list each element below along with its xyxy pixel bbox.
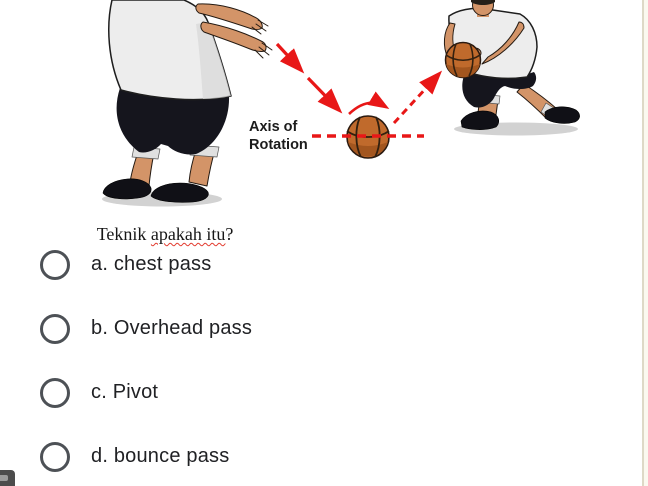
right-player (443, 0, 580, 130)
option-row-b[interactable]: b. Overhead pass (0, 312, 620, 346)
bounce-pass-illustration: Axis of Rotation (102, 0, 580, 207)
trajectory-arrows (275, 42, 443, 138)
question-suffix: ? (225, 224, 234, 244)
option-label-c[interactable]: c. Pivot (91, 381, 159, 403)
incoming-arrow-1 (275, 42, 305, 74)
outgoing-dashed-arrow (392, 70, 443, 125)
radio-option-d[interactable] (40, 442, 70, 472)
page-edge-divider (642, 0, 644, 486)
option-label-b[interactable]: b. Overhead pass (91, 317, 253, 339)
axis-label-line1: Axis of (249, 119, 298, 135)
basketball-receiver (444, 41, 482, 79)
radio-option-b[interactable] (40, 314, 70, 344)
incoming-arrow-2 (306, 76, 343, 114)
left-player (102, 0, 273, 203)
basketball-bouncing (346, 115, 390, 159)
corner-overlay-button[interactable] (0, 470, 15, 486)
page-edge-background (644, 0, 648, 486)
question-text: Teknik apakah itu? (88, 203, 234, 245)
radio-option-c[interactable] (40, 378, 70, 408)
option-row-d[interactable]: d. bounce pass (0, 440, 620, 474)
axis-label-line2: Rotation (249, 137, 308, 153)
rotation-arc-arrow (348, 91, 390, 115)
question-misspelled-words: apakah itu (150, 224, 226, 244)
fingers (251, 19, 273, 59)
corner-overlay-notch (0, 475, 8, 481)
option-label-a[interactable]: a. chest pass (91, 253, 212, 275)
radio-option-a[interactable] (40, 250, 70, 280)
option-row-c[interactable]: c. Pivot (0, 376, 620, 410)
option-label-d[interactable]: d. bounce pass (91, 445, 230, 467)
question-prefix: Teknik (96, 224, 151, 244)
axis-of-rotation-label: Axis of Rotation (249, 119, 308, 153)
option-row-a[interactable]: a. chest pass (0, 248, 620, 282)
